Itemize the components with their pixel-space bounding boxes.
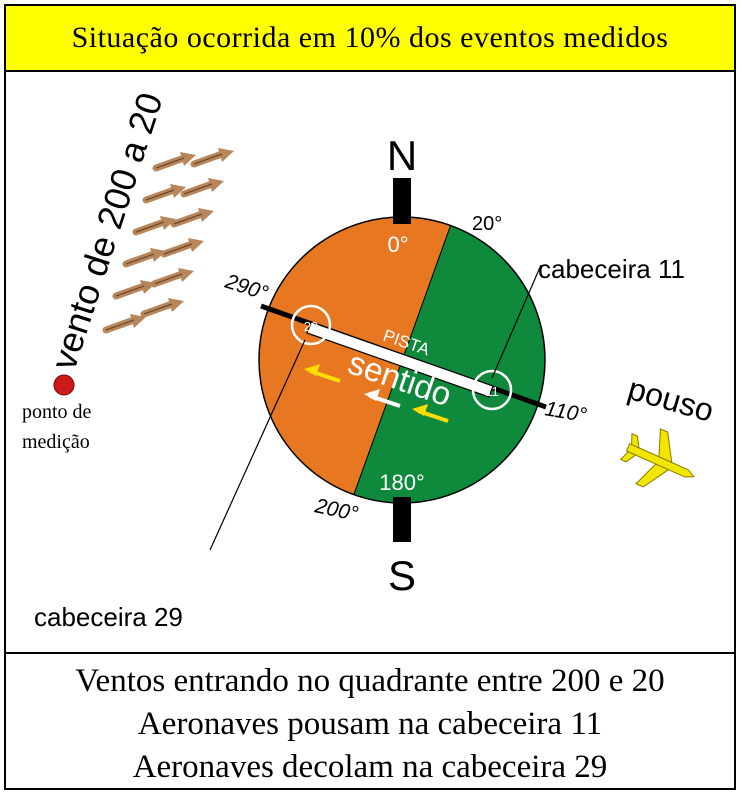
wind-arrow-icon [136, 216, 176, 232]
north-label: N [387, 132, 417, 179]
footer-summary: Ventos entrando no quadrante entre 200 e… [6, 652, 734, 788]
degree-label-180: 180° [379, 470, 425, 495]
degree-label-290: 290° [222, 270, 271, 306]
wind-arrow-icon [146, 184, 186, 200]
direction-arrow-yellow-left [304, 364, 341, 383]
wind-arrow-icon [126, 248, 166, 264]
figure-frame: Situação ocorrida em 10% dos eventos med… [4, 4, 736, 790]
leader-line-cabeceira-11 [491, 264, 542, 379]
cabeceira-29-label: cabeceira 29 [34, 602, 183, 632]
wind-runway-diagram: N S 0° 20° 290° 110° 180° 200° 29 11 PIS… [22, 88, 718, 632]
station-label-line2: medição [22, 431, 90, 453]
direction-arrow-yellow-right [412, 404, 449, 423]
direction-arrow-white [364, 389, 401, 408]
degree-label-110: 110° [543, 397, 588, 427]
south-bar [393, 497, 411, 542]
station-label-line1: ponto de [22, 401, 92, 423]
wind-arrow-icon [164, 238, 204, 254]
wind-arrow-icon [194, 148, 234, 164]
header-title: Situação ocorrida em 10% dos eventos med… [71, 21, 669, 54]
threshold-29-circle [290, 304, 332, 346]
airplane-icon [619, 428, 695, 488]
wind-arrow-icon [154, 268, 194, 284]
wind-arrow-icon [144, 298, 184, 314]
threshold-29-label: 29 [304, 319, 318, 334]
footer-line-2: Aeronaves pousam na cabeceira 11 [137, 706, 603, 742]
cabeceira-11-label: cabeceira 11 [538, 254, 685, 284]
landing-label: pouso [624, 370, 718, 429]
degree-label-0: 0° [387, 232, 408, 257]
degree-label-20: 20° [472, 213, 502, 235]
compass-disc [259, 217, 545, 503]
wind-arrow-icon [106, 314, 146, 330]
runway-strip [306, 321, 494, 398]
leader-line-cabeceira-29 [209, 339, 306, 551]
footer-line-3: Aeronaves decolam na cabeceira 29 [132, 749, 608, 785]
wind-arrow-icon [174, 208, 214, 224]
wind-arrow-icon [116, 280, 156, 296]
wind-quadrant-green [344, 217, 545, 503]
north-bar [393, 178, 411, 224]
footer-line-1: Ventos entrando no quadrante entre 200 e… [75, 663, 665, 699]
degree-label-200: 200° [312, 494, 360, 526]
wind-arrow-icon [156, 152, 196, 168]
measurement-point-icon [53, 374, 75, 396]
south-label: S [388, 552, 416, 599]
threshold-11-circle [471, 369, 513, 411]
header-bar: Situação ocorrida em 10% dos eventos med… [6, 6, 734, 72]
threshold-11-label: 11 [485, 384, 499, 399]
wind-arrow-icon [184, 178, 224, 194]
